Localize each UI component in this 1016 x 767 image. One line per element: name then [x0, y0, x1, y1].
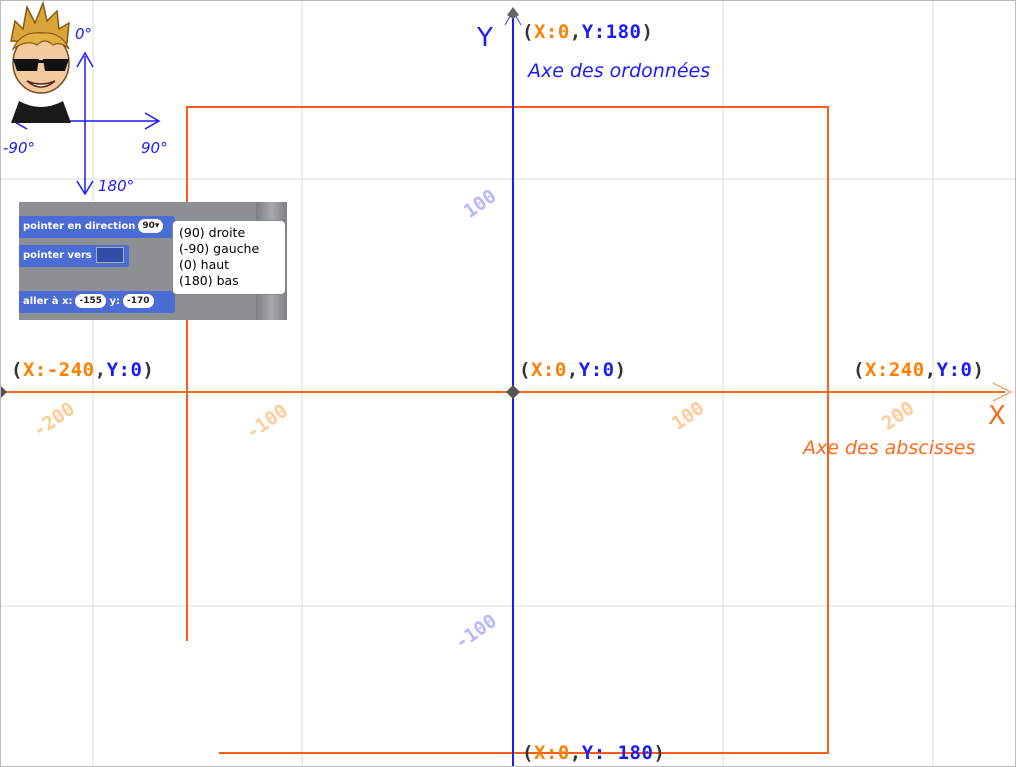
coord-bottom: (X:0,Y: 180) — [522, 742, 666, 764]
compass-up-label: 0° — [75, 25, 93, 43]
coord-top: (X:0,Y:180) — [522, 21, 654, 43]
direction-value[interactable]: 90▾ — [138, 219, 164, 233]
goto-y-value[interactable]: -170 — [123, 294, 154, 308]
x-axis — [1, 382, 1013, 402]
point-towards-label: pointer vers — [23, 250, 92, 261]
tooltip-line: (0) haut — [179, 257, 230, 272]
coord-center: (X:0,Y:0) — [519, 359, 627, 381]
goto-x-label: aller à x: — [23, 296, 73, 307]
goto-y-label: y: — [109, 296, 121, 307]
direction-tooltip: (90) droite (-90) gauche (0) haut (180) … — [172, 220, 286, 295]
origin-marker — [506, 385, 520, 399]
coord-left: (X:-240,Y:0) — [11, 359, 155, 381]
tooltip-line: (90) droite — [179, 225, 246, 240]
compass-down-label: 180° — [98, 177, 135, 195]
y-axis-letter: Y — [477, 23, 493, 53]
tooltip-line: (180) bas — [179, 273, 239, 288]
sprite-character[interactable] — [1, 1, 81, 123]
tooltip-line: (-90) gauche — [179, 241, 260, 256]
point-towards-block[interactable]: pointer vers — [19, 245, 129, 267]
goto-x-value[interactable]: -155 — [75, 294, 107, 308]
coord-right: (X:240,Y:0) — [853, 359, 985, 381]
compass-right-label: 90° — [141, 139, 168, 157]
compass-left-label: -90° — [3, 139, 35, 157]
y-axis-title: Axe des ordonnées — [528, 60, 711, 82]
point-direction-label: pointer en direction — [23, 221, 136, 232]
target-dropdown[interactable] — [95, 247, 124, 263]
x-axis-title: Axe des abscisses — [803, 437, 976, 459]
x-axis-letter: X — [988, 401, 1006, 431]
goto-xy-block[interactable]: aller à x:-155 y:-170 — [19, 291, 175, 313]
